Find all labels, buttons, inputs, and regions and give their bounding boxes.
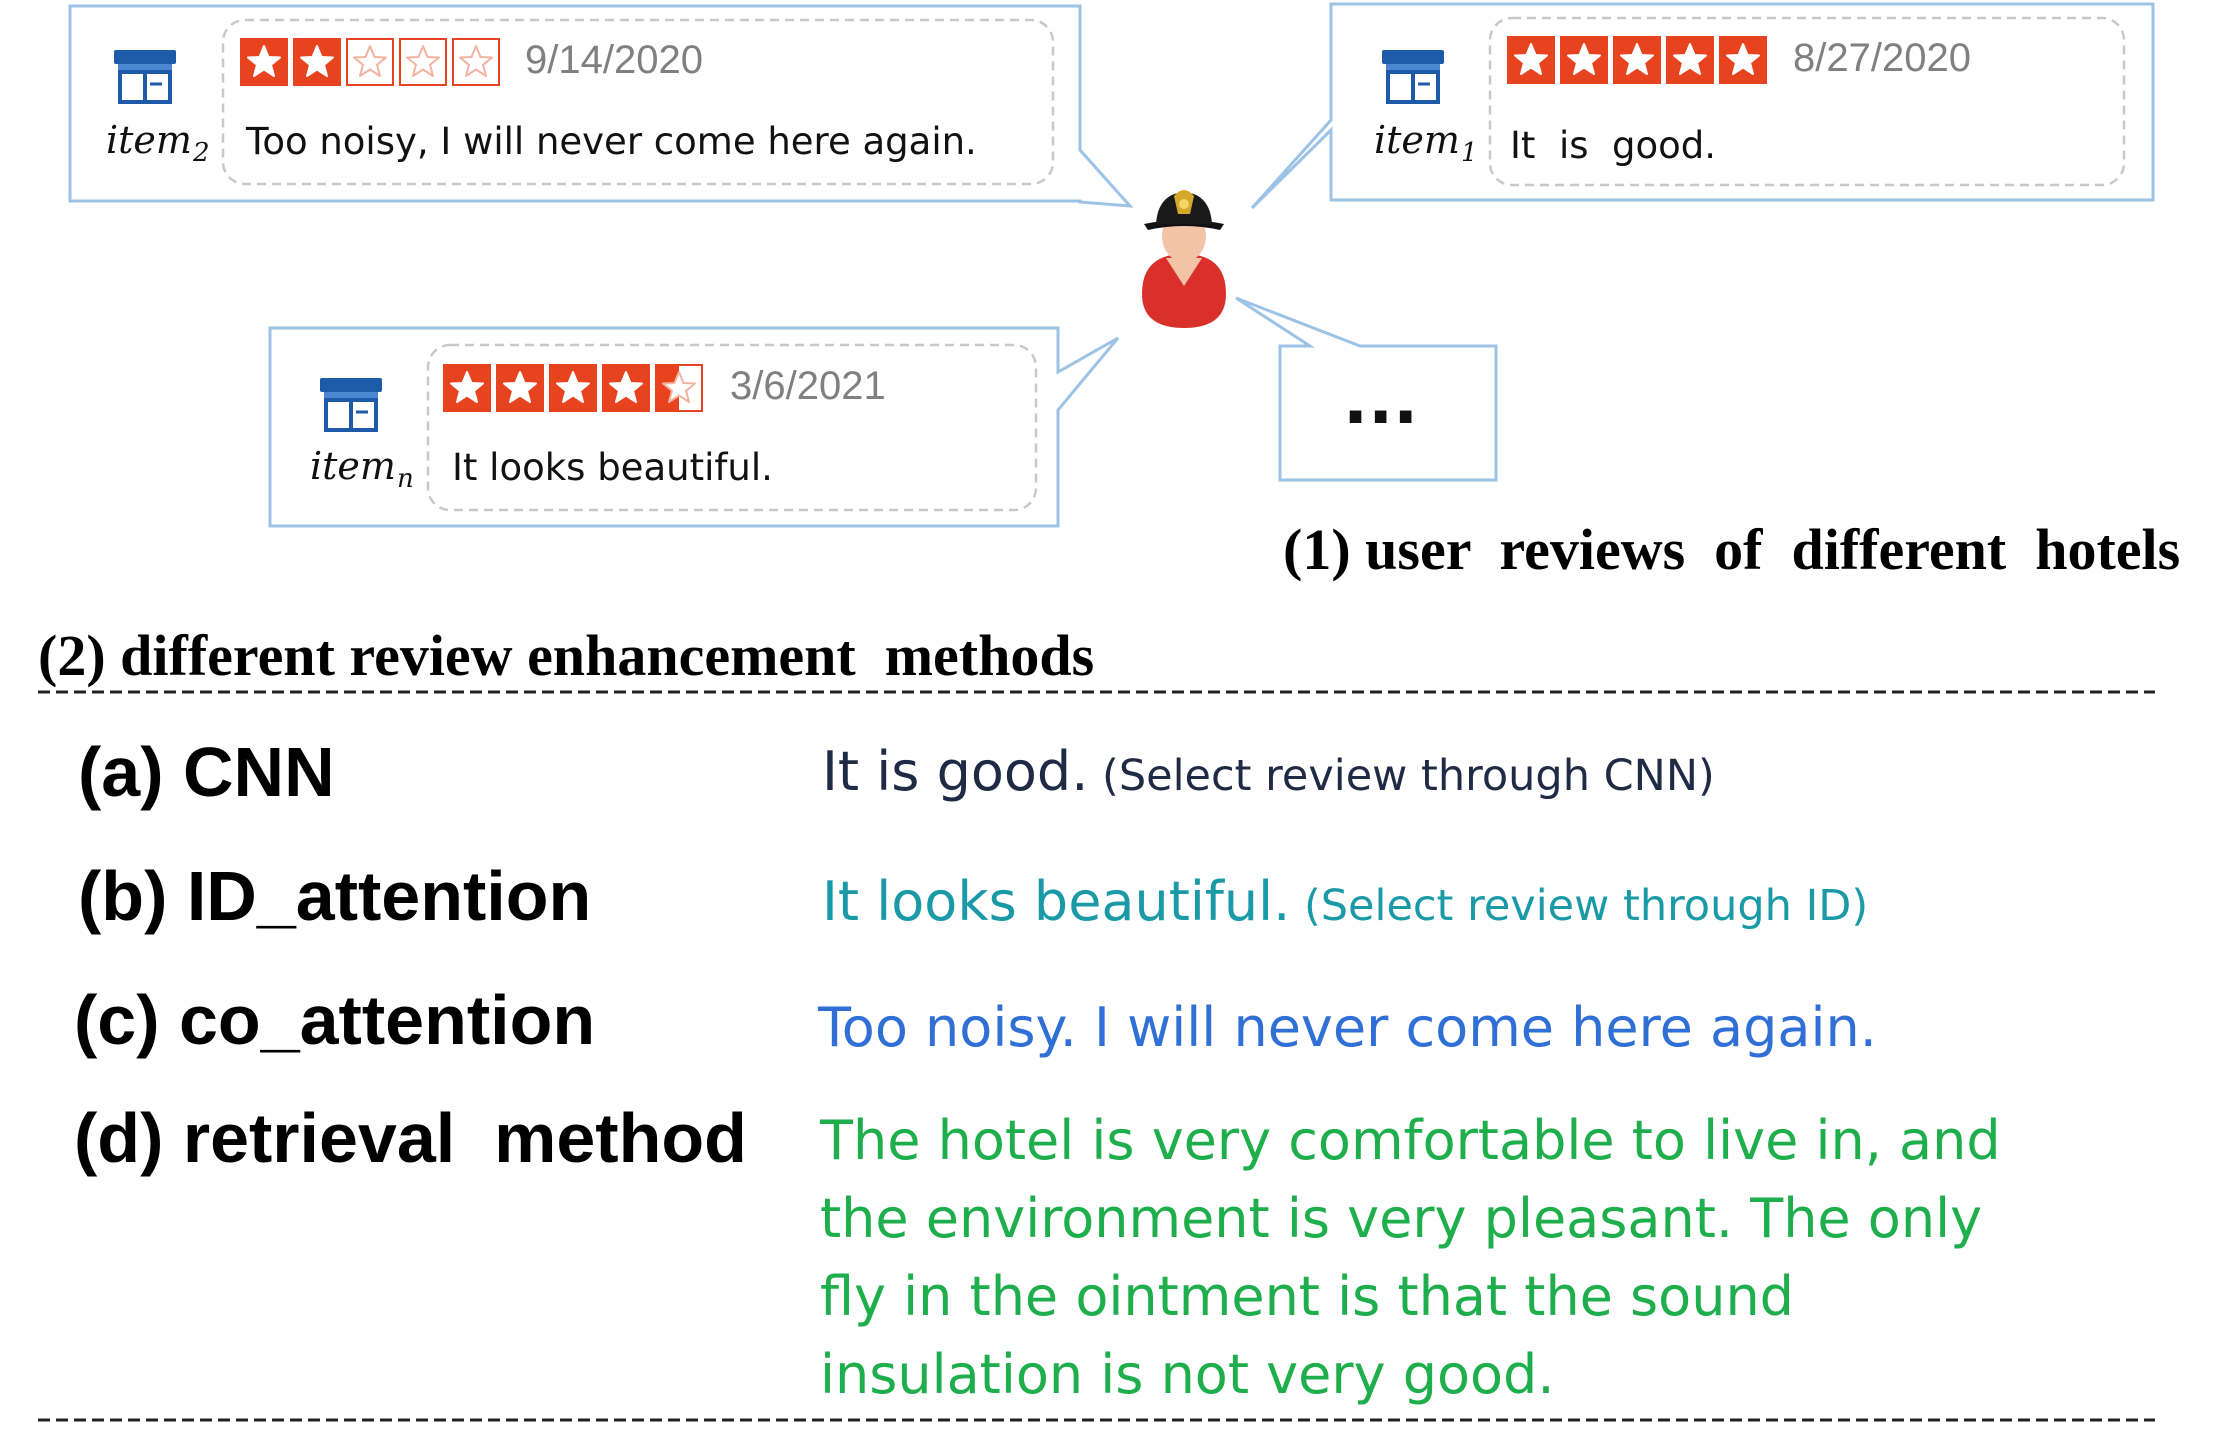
item-label-2: item2 (106, 118, 210, 168)
star-icon (293, 38, 341, 86)
star-icon (1507, 36, 1555, 84)
method-result-cnn: It is good. (Select review through CNN) (822, 740, 1715, 803)
star-icon (1560, 36, 1608, 84)
speech-bubble-more (1235, 296, 1498, 482)
section1-caption: (1) user reviews of different hotels (1283, 517, 2181, 582)
star-icon (549, 364, 597, 412)
star-icon (443, 364, 491, 412)
star-icon (1666, 36, 1714, 84)
method-label-id-attention: (b) ID_attention (78, 857, 592, 935)
star-icon (399, 38, 447, 86)
user-avatar-icon (1142, 190, 1226, 328)
star-rating (443, 364, 703, 412)
review-text: It looks beautiful. (452, 446, 773, 489)
method-label-co-attention: (c) co_attention (74, 981, 596, 1059)
star-icon (655, 364, 703, 412)
retrieval-line: the environment is very pleasant. The on… (820, 1187, 1983, 1250)
star-rating (1507, 36, 1767, 84)
star-icon (496, 364, 544, 412)
item-label-n: itemn (310, 444, 414, 494)
star-icon (452, 38, 500, 86)
review-date: 9/14/2020 (525, 38, 703, 82)
speech-bubble-item1 (1250, 2, 2155, 210)
review-date: 8/27/2020 (1793, 36, 1971, 80)
retrieval-line: fly in the ointment is that the sound (820, 1265, 1794, 1328)
star-icon (346, 38, 394, 86)
more-reviews-ellipsis: ... (1343, 362, 1419, 439)
star-icon (1613, 36, 1661, 84)
star-icon (602, 364, 650, 412)
store-icon (320, 378, 382, 432)
review-date: 3/6/2021 (730, 364, 886, 408)
star-icon (1719, 36, 1767, 84)
method-result-id-attention: It looks beautiful. (Select review throu… (822, 870, 1869, 933)
method-result-co-attention: Too noisy. I will never come here again. (818, 996, 1877, 1059)
method-result-retrieval: The hotel is very comfortable to live in… (820, 1102, 2001, 1414)
retrieval-line: insulation is not very good. (820, 1343, 1555, 1406)
section2-caption: (2) different review enhancement methods (38, 623, 1095, 688)
review-text: It is good. (1510, 124, 1717, 167)
retrieval-line: The hotel is very comfortable to live in… (820, 1109, 2001, 1172)
method-label-retrieval: (d) retrieval method (74, 1099, 747, 1177)
method-label-cnn: (a) CNN (78, 733, 335, 811)
speech-bubble-item2 (68, 4, 1134, 208)
star-rating (240, 38, 500, 86)
speech-bubble-itemn (268, 326, 1120, 528)
review-text: Too noisy, I will never come here again. (246, 120, 977, 163)
item-label-1: item1 (1374, 118, 1478, 168)
review-card-item2 (221, 18, 1055, 186)
store-icon (1382, 50, 1444, 104)
review-card-itemn (426, 343, 1038, 512)
star-icon (240, 38, 288, 86)
store-icon (114, 50, 176, 104)
